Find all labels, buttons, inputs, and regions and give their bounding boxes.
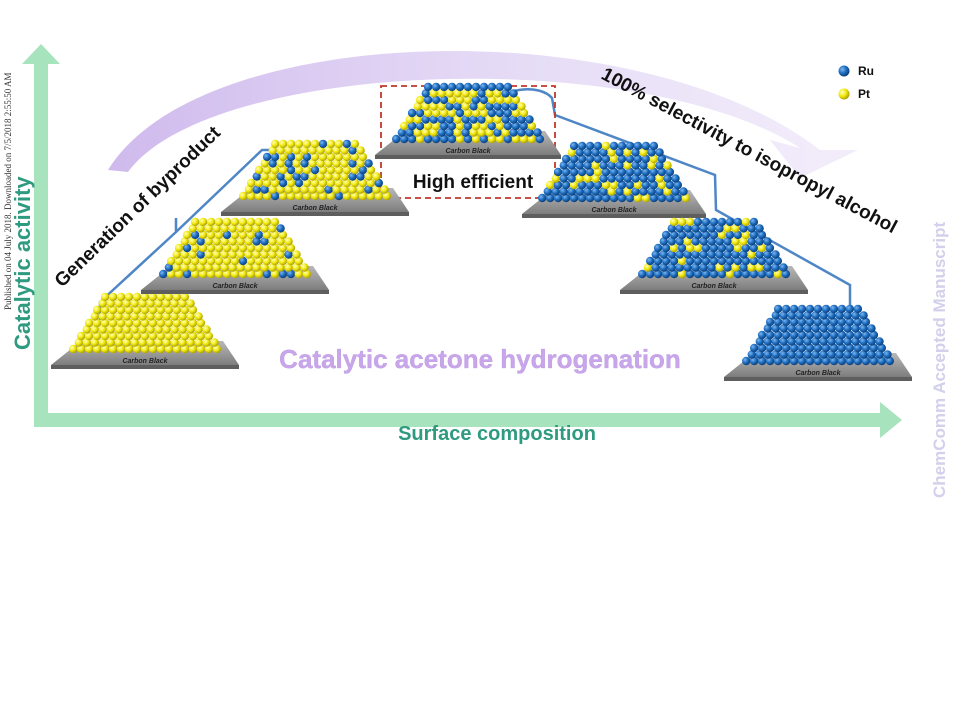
particle-2: Carbon Black (141, 217, 329, 294)
trend-arc-arrow (108, 50, 858, 178)
ru-legend-swatch (838, 65, 850, 77)
carbon-black-label: Carbon Black (591, 207, 637, 214)
diagram-title: Catalytic acetone hydrogenation (279, 344, 681, 374)
particle-4: Carbon Black (375, 82, 561, 159)
carbon-black-label: Carbon Black (795, 370, 841, 377)
ru-legend-label: Ru (858, 64, 874, 78)
highlight-box (380, 85, 556, 199)
pt-legend-label: Pt (858, 87, 870, 101)
legend: Ru Pt (838, 64, 874, 101)
x-axis-label: Surface composition (398, 423, 596, 445)
carbon-black-label: Carbon Black (445, 148, 491, 155)
y-axis-label: Catalytic activity (10, 176, 35, 350)
x-axis (34, 402, 902, 438)
particle-6: Carbon Black (620, 217, 808, 294)
particle-5: Carbon Black (522, 141, 706, 218)
carbon-black-label: Carbon Black (691, 283, 737, 290)
particle-1: Carbon Black (51, 292, 239, 369)
carbon-black-label: Carbon Black (292, 205, 338, 212)
carbon-black-label: Carbon Black (122, 358, 168, 365)
particle-7: Carbon Black (724, 304, 912, 381)
y-axis (22, 44, 60, 414)
carbon-black-label: Carbon Black (212, 283, 258, 290)
particle-3: Carbon Black (221, 139, 409, 216)
pt-legend-swatch (838, 88, 850, 100)
highlight-label: High efficient (413, 172, 534, 193)
